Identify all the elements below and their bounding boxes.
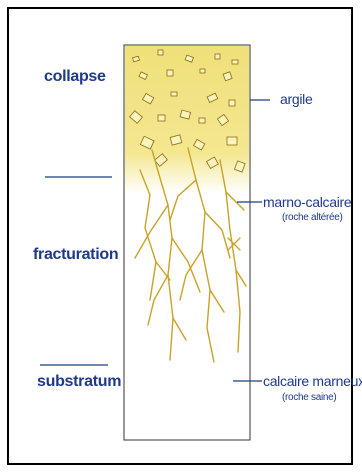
zone-label-fracturation: fracturation bbox=[33, 246, 118, 264]
label-marno-calcaire: marno-calcaire bbox=[263, 194, 351, 210]
label-argile: argile bbox=[280, 91, 312, 107]
label-roche-saine: (roche saine) bbox=[282, 392, 336, 403]
label-calcaire-marneux: calcaire marneux bbox=[263, 373, 362, 389]
label-roche-alteree: (roche altérée) bbox=[282, 212, 343, 223]
zone-separators bbox=[40, 177, 112, 365]
zone-label-substratum: substratum bbox=[37, 373, 121, 391]
zone-label-collapse: collapse bbox=[44, 68, 106, 86]
clay-collapse-fill bbox=[125, 46, 249, 194]
